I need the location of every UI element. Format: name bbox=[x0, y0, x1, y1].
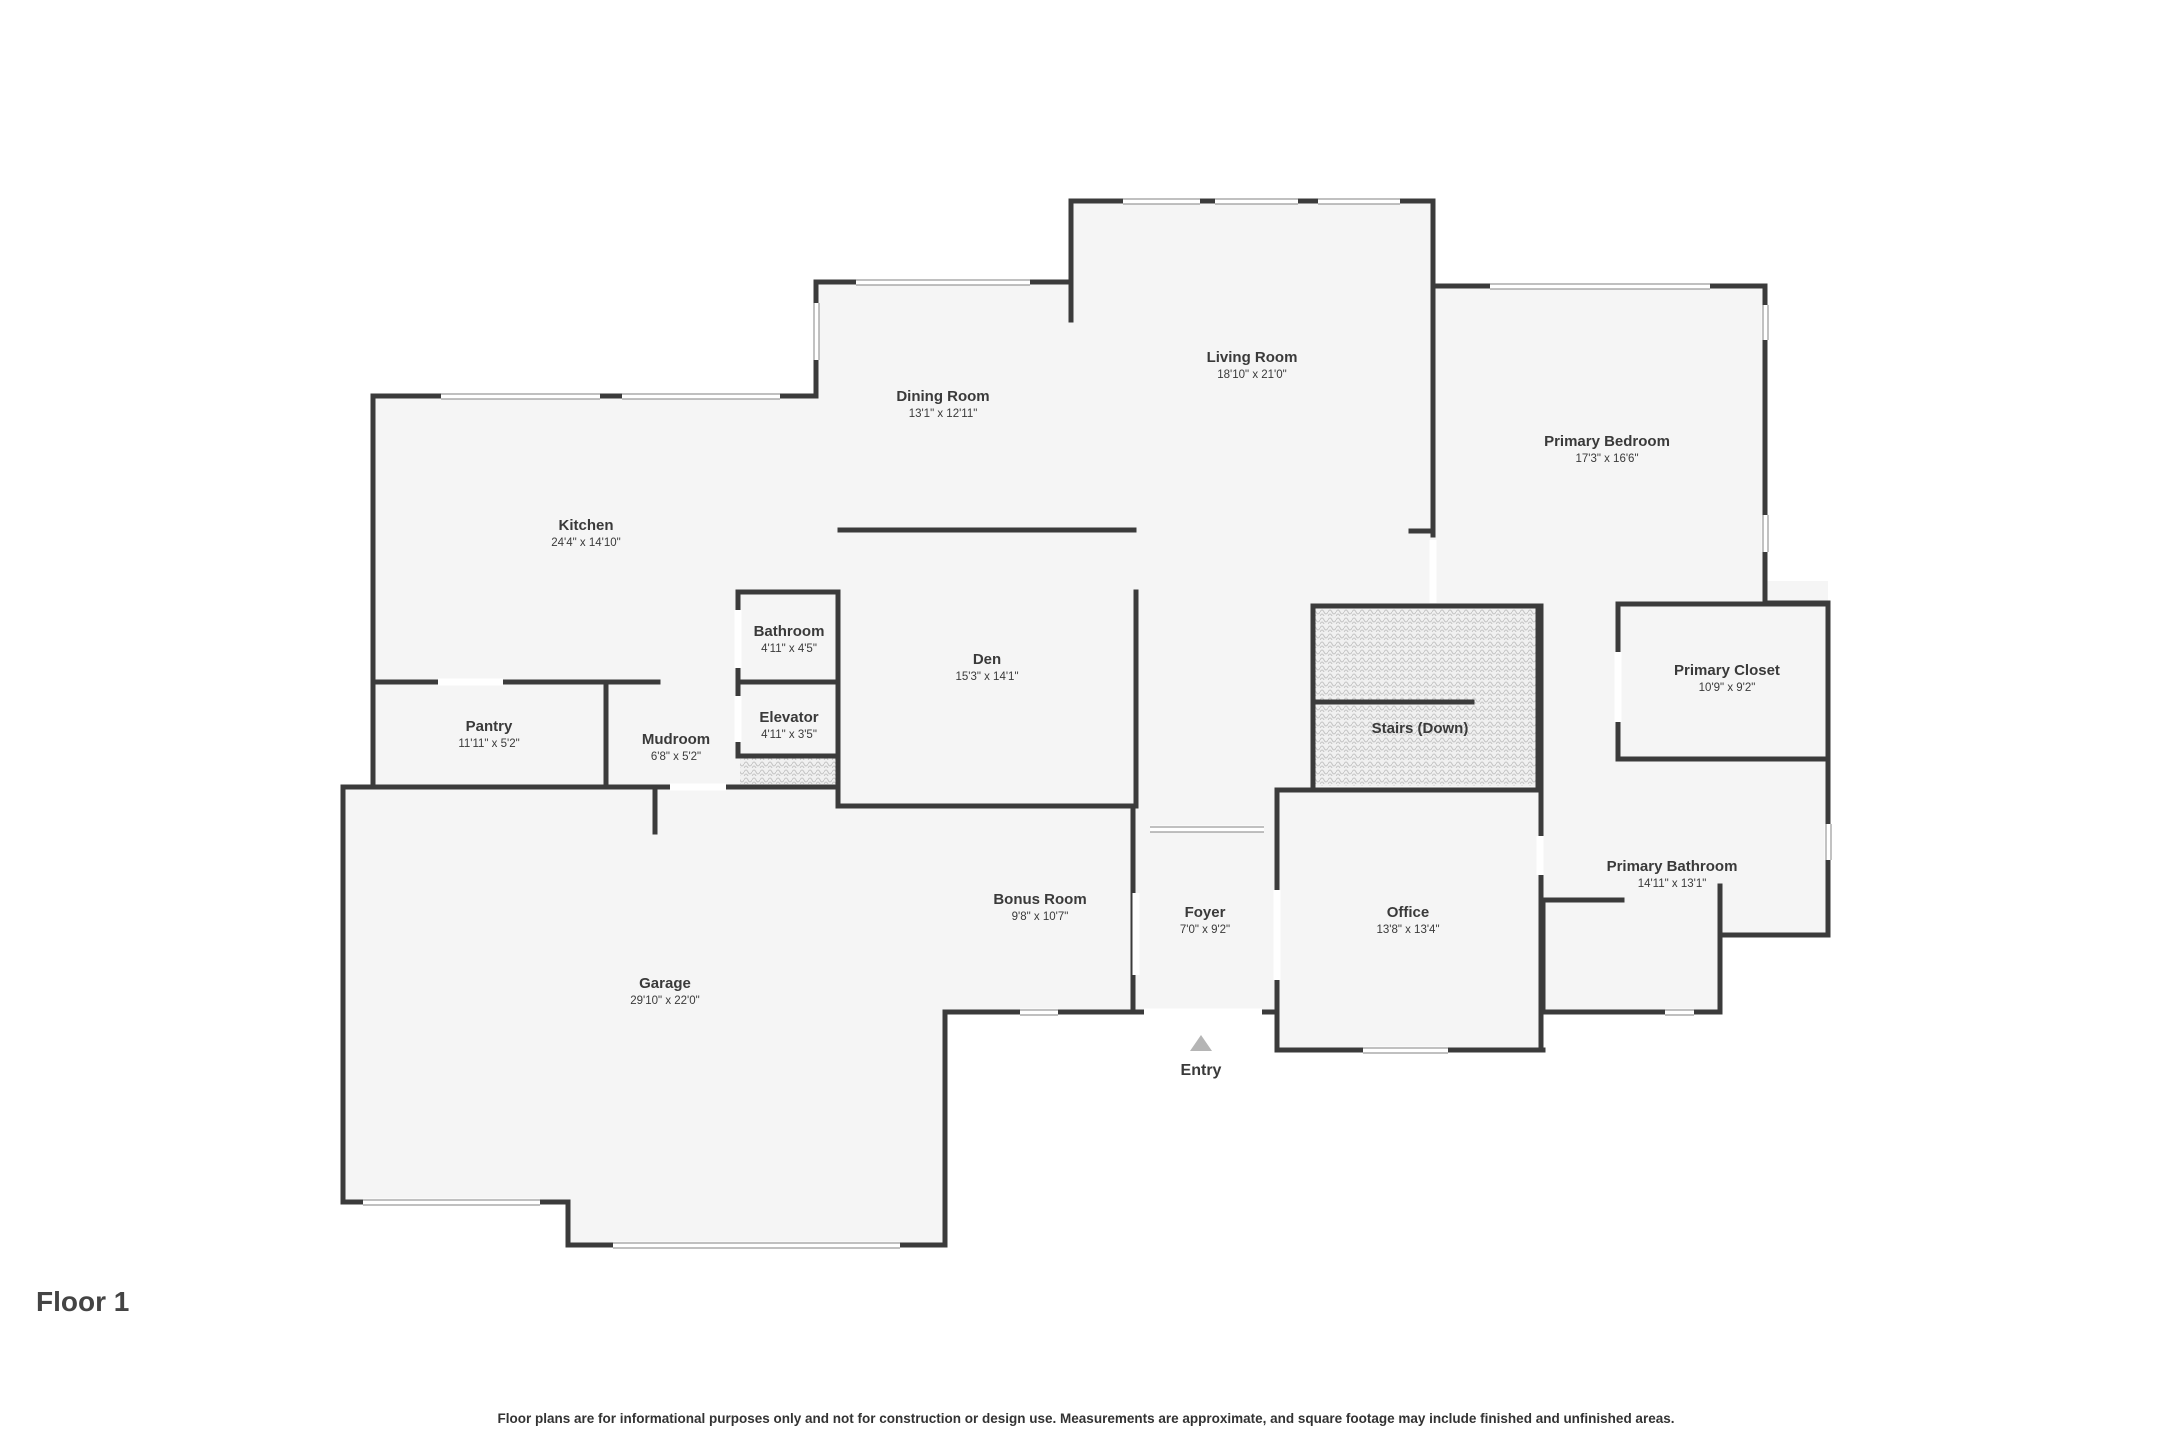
svg-text:14'11" x 13'1": 14'11" x 13'1" bbox=[1638, 878, 1707, 890]
svg-text:11'11" x 5'2": 11'11" x 5'2" bbox=[458, 738, 519, 750]
stairs-hatch bbox=[1313, 606, 1538, 786]
entry-label: Entry bbox=[1181, 1062, 1222, 1079]
room-label-primary-closet: Primary Closet 10'9" x 9'2" bbox=[1674, 662, 1780, 694]
svg-text:9'8" x 10'7": 9'8" x 10'7" bbox=[1012, 911, 1069, 923]
svg-text:13'8" x 13'4": 13'8" x 13'4" bbox=[1376, 924, 1439, 936]
floor-label: Floor 1 bbox=[36, 1286, 130, 1317]
svg-text:Primary Bedroom: Primary Bedroom bbox=[1544, 433, 1670, 450]
svg-text:4'11" x 4'5": 4'11" x 4'5" bbox=[761, 643, 817, 655]
room-label-den: Den 15'3" x 14'1" bbox=[955, 651, 1018, 683]
svg-text:29'10" x 22'0": 29'10" x 22'0" bbox=[630, 995, 699, 1007]
svg-text:10'9" x 9'2": 10'9" x 9'2" bbox=[1699, 682, 1756, 694]
room-label-primary-bedroom: Primary Bedroom 17'3" x 16'6" bbox=[1544, 433, 1670, 465]
floor-fill bbox=[343, 201, 1828, 1245]
room-label-garage: Garage 29'10" x 22'0" bbox=[630, 975, 699, 1007]
svg-text:Living Room: Living Room bbox=[1207, 349, 1298, 366]
room-label-elevator: Elevator 4'11" x 3'5" bbox=[759, 709, 818, 741]
room-label-foyer: Foyer 7'0" x 9'2" bbox=[1180, 904, 1230, 936]
entry-arrow-icon bbox=[1190, 1035, 1212, 1051]
openings bbox=[363, 197, 1832, 1249]
room-label-primary-bathroom: Primary Bathroom 14'11" x 13'1" bbox=[1607, 858, 1738, 890]
room-label-office: Office 13'8" x 13'4" bbox=[1376, 904, 1439, 936]
svg-text:13'1" x 12'11": 13'1" x 12'11" bbox=[909, 408, 978, 420]
svg-text:4'11" x 3'5": 4'11" x 3'5" bbox=[761, 729, 817, 741]
svg-text:Den: Den bbox=[973, 651, 1001, 668]
svg-text:24'4" x 14'10": 24'4" x 14'10" bbox=[551, 537, 620, 549]
room-label-stairs: Stairs (Down) bbox=[1372, 720, 1469, 737]
svg-text:6'8" x 5'2": 6'8" x 5'2" bbox=[651, 751, 701, 763]
svg-text:Dining Room: Dining Room bbox=[896, 388, 989, 405]
svg-text:Stairs (Down): Stairs (Down) bbox=[1372, 720, 1469, 737]
room-label-bathroom: Bathroom 4'11" x 4'5" bbox=[754, 623, 825, 655]
windows bbox=[363, 198, 1832, 1249]
svg-text:Kitchen: Kitchen bbox=[558, 517, 613, 534]
svg-text:Garage: Garage bbox=[639, 975, 691, 992]
svg-text:Primary Closet: Primary Closet bbox=[1674, 662, 1780, 679]
room-label-living-room: Living Room 18'10" x 21'0" bbox=[1207, 349, 1298, 381]
svg-text:Foyer: Foyer bbox=[1185, 904, 1226, 921]
room-label-dining-room: Dining Room 13'1" x 12'11" bbox=[896, 388, 989, 420]
room-label-pantry: Pantry 11'11" x 5'2" bbox=[458, 718, 519, 750]
svg-text:Bathroom: Bathroom bbox=[754, 623, 825, 640]
walls bbox=[340, 198, 1831, 1248]
disclaimer: Floor plans are for informational purpos… bbox=[497, 1411, 1675, 1426]
room-label-kitchen: Kitchen 24'4" x 14'10" bbox=[551, 517, 620, 549]
svg-text:Elevator: Elevator bbox=[759, 709, 818, 726]
svg-text:15'3" x 14'1": 15'3" x 14'1" bbox=[955, 671, 1018, 683]
svg-text:18'10" x 21'0": 18'10" x 21'0" bbox=[1217, 369, 1286, 381]
svg-text:Bonus Room: Bonus Room bbox=[993, 891, 1086, 908]
room-label-bonus-room: Bonus Room 9'8" x 10'7" bbox=[993, 891, 1086, 923]
svg-text:17'3" x 16'6": 17'3" x 16'6" bbox=[1575, 453, 1638, 465]
room-label-mudroom: Mudroom 6'8" x 5'2" bbox=[642, 731, 710, 763]
elevator-hatch bbox=[740, 758, 836, 786]
svg-text:7'0" x 9'2": 7'0" x 9'2" bbox=[1180, 924, 1230, 936]
svg-text:Mudroom: Mudroom bbox=[642, 731, 710, 748]
svg-text:Pantry: Pantry bbox=[466, 718, 513, 735]
svg-text:Office: Office bbox=[1387, 904, 1430, 921]
svg-text:Primary Bathroom: Primary Bathroom bbox=[1607, 858, 1738, 875]
